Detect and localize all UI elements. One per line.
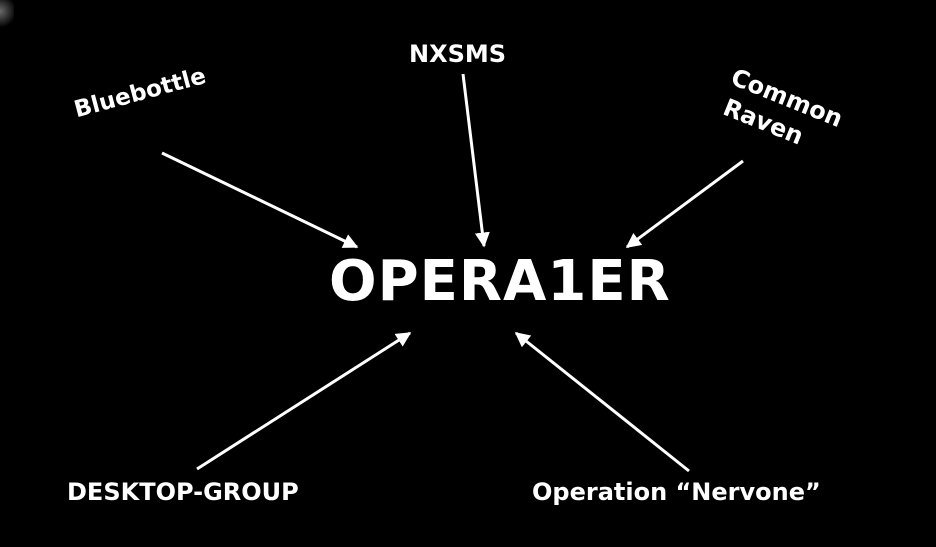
arrow-desktop-to-center xyxy=(196,331,412,471)
node-desktop-group: DESKTOP-GROUP xyxy=(67,478,299,506)
arrow-nxsms-to-center xyxy=(461,73,490,248)
arrow-bluebottle-to-center xyxy=(161,151,359,249)
node-operation-nervone: Operation “Nervone” xyxy=(532,478,821,506)
corner-fragment xyxy=(0,0,14,28)
center-node-label: OPERA1ER xyxy=(329,249,671,314)
arrow-nervone-to-center xyxy=(514,331,690,473)
arrow-raven-to-center xyxy=(625,159,744,249)
node-nxsms: NXSMS xyxy=(409,40,507,68)
